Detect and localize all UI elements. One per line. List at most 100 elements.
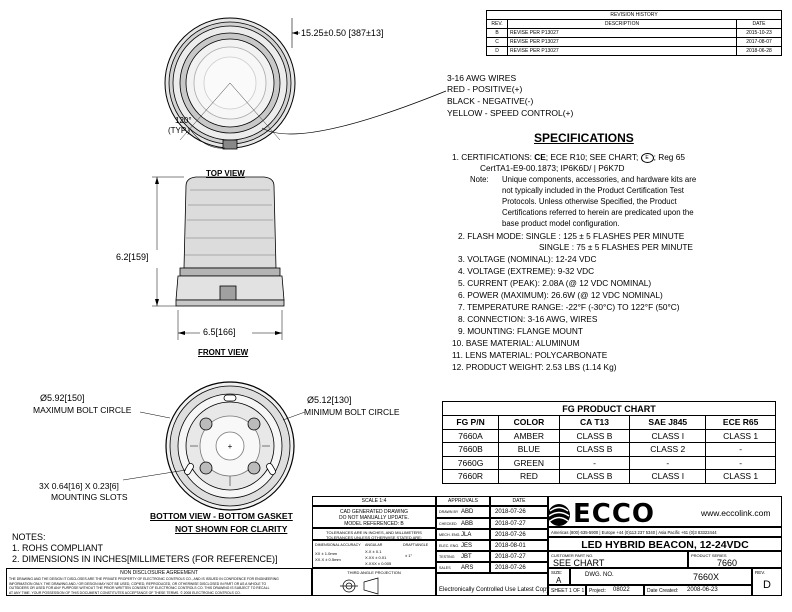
tolerance-note: TOLERANCES ARE IN INCHES, AND MILLIMETER… [326,530,422,535]
approval-row: DRAWN BY ABD [436,506,490,518]
table-cell: RED [498,469,560,484]
ecco-logo-text: ECCO [573,499,656,529]
bottom-view-drawing: + [122,381,306,511]
table-cell: - [705,442,776,457]
tolerance-value: X.XXX ± 0.005 [365,561,392,566]
wire-line: BLACK - NEGATIVE(-) [447,96,534,106]
note-line: 1. ROHS COMPLIANT [12,543,104,553]
spec-item-1-reg: ; Reg 65 [653,152,685,162]
tolerance-head: DIMENSIONAL ACCURACY [315,543,361,547]
approvals-title: APPROVALS [448,498,478,504]
project-value: 08022 [613,587,630,593]
notes-title: NOTES: [12,532,46,542]
approval-row: ELEC. ENG. JES [436,540,490,551]
spec-note-line: base product model configuration. [502,219,620,228]
table-cell: CLASS I [629,428,707,443]
table-row: 7660G GREEN - - - [441,455,776,470]
spec-note-line: Certifications referred to herein are pr… [502,208,694,217]
table-cell: CLASS 1 [705,469,776,484]
approval-date: 2018-07-26 [495,532,526,538]
tolerance-value: ± 1° [405,553,413,558]
fg-header: CA T13 [558,415,631,430]
project-cell: Project: 08022 [586,585,644,596]
scale-text: SCALE 1:4 [361,498,387,504]
approval-date: 2018-07-26 [495,565,526,571]
wire-line: 3-16 AWG WIRES [447,73,517,83]
ce-mark-icon: CE [534,152,546,162]
projection-symbol-icon [340,577,379,595]
table-row: 7660A AMBER CLASS B CLASS I CLASS 1 [441,428,776,443]
approval-date: 2018-07-27 [495,521,526,527]
customer-pn-cell: CUSTOMER PART NO. SEE CHART [548,551,688,568]
spec-note-line: not typically included in the Product Ce… [502,186,684,195]
phone-line: Americas (800) 635-5900 | Europe +44 (0)… [551,530,717,535]
top-view-angle-typ: (TYP.) [168,126,191,135]
tolerance-value: XX.X ± 0.5mm [315,557,341,562]
approval-date-cell: 2018-07-26 [490,529,548,540]
table-cell: 7660A [441,428,500,443]
table-cell: 7660B [441,442,500,457]
rev-value: D [763,579,771,591]
spec-item-2: 2. FLASH MODE: SINGLE : 125 ± 5 FLASHES … [458,231,685,241]
tolerance-values-cell: DIMENSIONAL ACCURACY ANGULAR DRAFT/ANGLE… [312,540,436,568]
approval-name: JBT [461,554,472,560]
approval-date-cell: 2018-07-27 [490,518,548,529]
disclosure-text: THE DRAWING AND THE DESIGN IT DISCLOSES … [9,577,279,581]
front-view-height-dim: 6.2[159] [116,252,149,262]
bottom-view-label: BOTTOM VIEW - BOTTOM GASKET [150,511,293,521]
top-view-label: TOP VIEW [206,169,245,178]
fg-header: COLOR [498,415,560,430]
spec-item-1-cert: CertTA1-E9-00.1873; IP6K6D/ | P6K7D [480,163,625,173]
table-cell: - [705,455,776,470]
projection-cell: THIRD ANGLE PROJECTION [312,568,436,596]
table-cell: CLASS B [558,442,631,457]
approval-role: SALES [439,566,451,570]
approval-date: 2018-07-27 [495,554,526,560]
approvals-title-cell: APPROVALS [436,496,490,506]
fg-product-chart: FG PRODUCT CHART FG P/N COLOR CA T13 SAE… [441,401,776,484]
approval-date-cell: 2018-07-26 [490,562,548,573]
spec-item-1-text: ; ECE R10; SEE CHART; [545,152,639,162]
table-cell: GREEN [498,455,560,470]
approval-name: JLA [461,532,472,538]
table-cell: CLASS B [558,428,631,443]
approval-date-cell: 2018-08-01 [490,540,548,551]
top-view-drawing [164,17,447,150]
revision-date: 2018-06-28 [736,46,782,56]
fg-header: ECE R65 [705,415,776,430]
product-title: LED HYBRID BEACON, 12-24VDC [581,539,749,551]
sheet-text: SHEET 1 OF 1 [551,588,585,594]
date-title-cell: DATE [490,496,548,506]
mounting-slots-dim: 3X 0.64[16] X 0.23[6] [39,481,119,491]
tolerance-value: X.XX ± 0.01 [365,555,387,560]
approval-role: DRAWN BY [439,510,459,514]
dwg-no-cell: DWG. NO. 7660X [570,568,752,585]
cad-note: MODEL REFERENCED: B [344,521,404,527]
front-view-width-dim: 6.5[166] [203,327,236,337]
min-bolt-dim: Ø5.12[130] [307,395,352,405]
note-line: 2. DIMENSIONS IN INCHES[MILLIMETERS (FOR… [12,554,278,564]
disclosure-title: NON DISCLOSURE AGREEMENT [120,570,198,576]
approval-date: 2018-08-01 [495,543,526,549]
product-series: 7660 [717,558,738,568]
table-cell: CLASS I [629,469,707,484]
controlled-note: Electronically Controlled Use Latest Cop… [439,587,550,593]
max-bolt-label: MAXIMUM BOLT CIRCLE [33,405,132,415]
spec-note-line: Unique components, accessories, and hard… [502,175,697,184]
fg-chart-title: FG PRODUCT CHART [442,401,776,416]
rev-cell: REV. D [752,568,782,596]
spec-item: 3. VOLTAGE (NOMINAL): 12-24 VDC [458,254,597,264]
approval-name: ABD [461,509,474,515]
product-series-label: PRODUCT SERIES [691,553,727,558]
logo-cell: ECCO www.eccolink.com [548,496,782,529]
date-created-label: Date Created: [647,588,679,594]
table-cell: - [558,455,631,470]
spec-note-line: Protocols. Unless otherwise Specified, t… [502,197,677,206]
disclosure-text: OUTSIDERS OR USED FOR ANY PURPOSE WITHOU… [9,586,270,590]
spec-item-1-label: 1. CERTIFICATIONS: [452,152,532,162]
spec-item: 12. PRODUCT WEIGHT: 2.53 LBS (1.14 Kg) [452,362,617,372]
table-cell: - [629,455,707,470]
project-label: Project: [589,588,606,594]
website-text: www.eccolink.com [701,508,771,518]
approval-role: TESTING [439,555,455,559]
